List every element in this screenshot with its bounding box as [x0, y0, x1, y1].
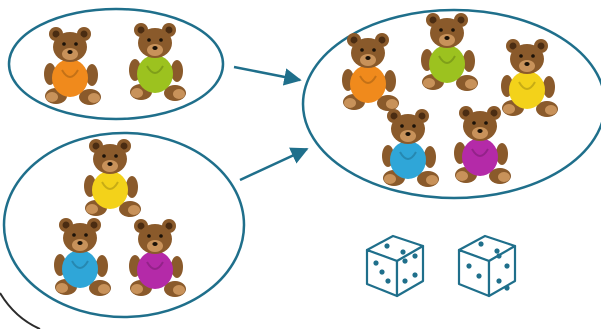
- teddy-bear-icon: [53, 217, 112, 297]
- teddy-bear-icon: [341, 32, 400, 112]
- cropped-shape-edge: [0, 292, 41, 329]
- dice-pip: [496, 253, 502, 259]
- dice-layer: [365, 234, 517, 298]
- teddy-bear-icon: [381, 108, 440, 188]
- arrow-icon: [233, 65, 302, 86]
- teddy-bear-icon: [83, 138, 142, 218]
- teddy-bear-icon: [128, 218, 187, 298]
- dice-pip: [478, 241, 484, 247]
- dice-pip: [412, 253, 418, 259]
- group-oval-top-left: [7, 7, 225, 121]
- dice-pip: [402, 278, 408, 284]
- dice-pip: [496, 278, 502, 284]
- dice-pip: [400, 249, 406, 255]
- group-oval-bottom-left: [2, 131, 246, 319]
- dice-pip: [373, 260, 379, 266]
- dice-pip: [504, 263, 510, 269]
- dice-pip: [384, 243, 390, 249]
- dice-pip: [466, 263, 472, 269]
- arrow-icon: [239, 147, 309, 182]
- teddy-bear-icon: [128, 22, 187, 102]
- dice-pip: [379, 269, 385, 275]
- dice-pip: [494, 248, 500, 254]
- dice-pip: [476, 273, 482, 279]
- dice-pip: [385, 278, 391, 284]
- dice-pip: [504, 285, 510, 291]
- dice-pip: [402, 258, 408, 264]
- dice-icon: [365, 234, 425, 298]
- dice-pip: [412, 272, 418, 278]
- group-oval-result: [301, 8, 601, 200]
- teddy-bear-icon: [420, 12, 479, 92]
- teddy-bear-icon: [500, 38, 559, 118]
- dice-icon: [457, 234, 517, 298]
- teddy-bear-icon: [453, 105, 512, 185]
- teddy-bear-icon: [43, 26, 102, 106]
